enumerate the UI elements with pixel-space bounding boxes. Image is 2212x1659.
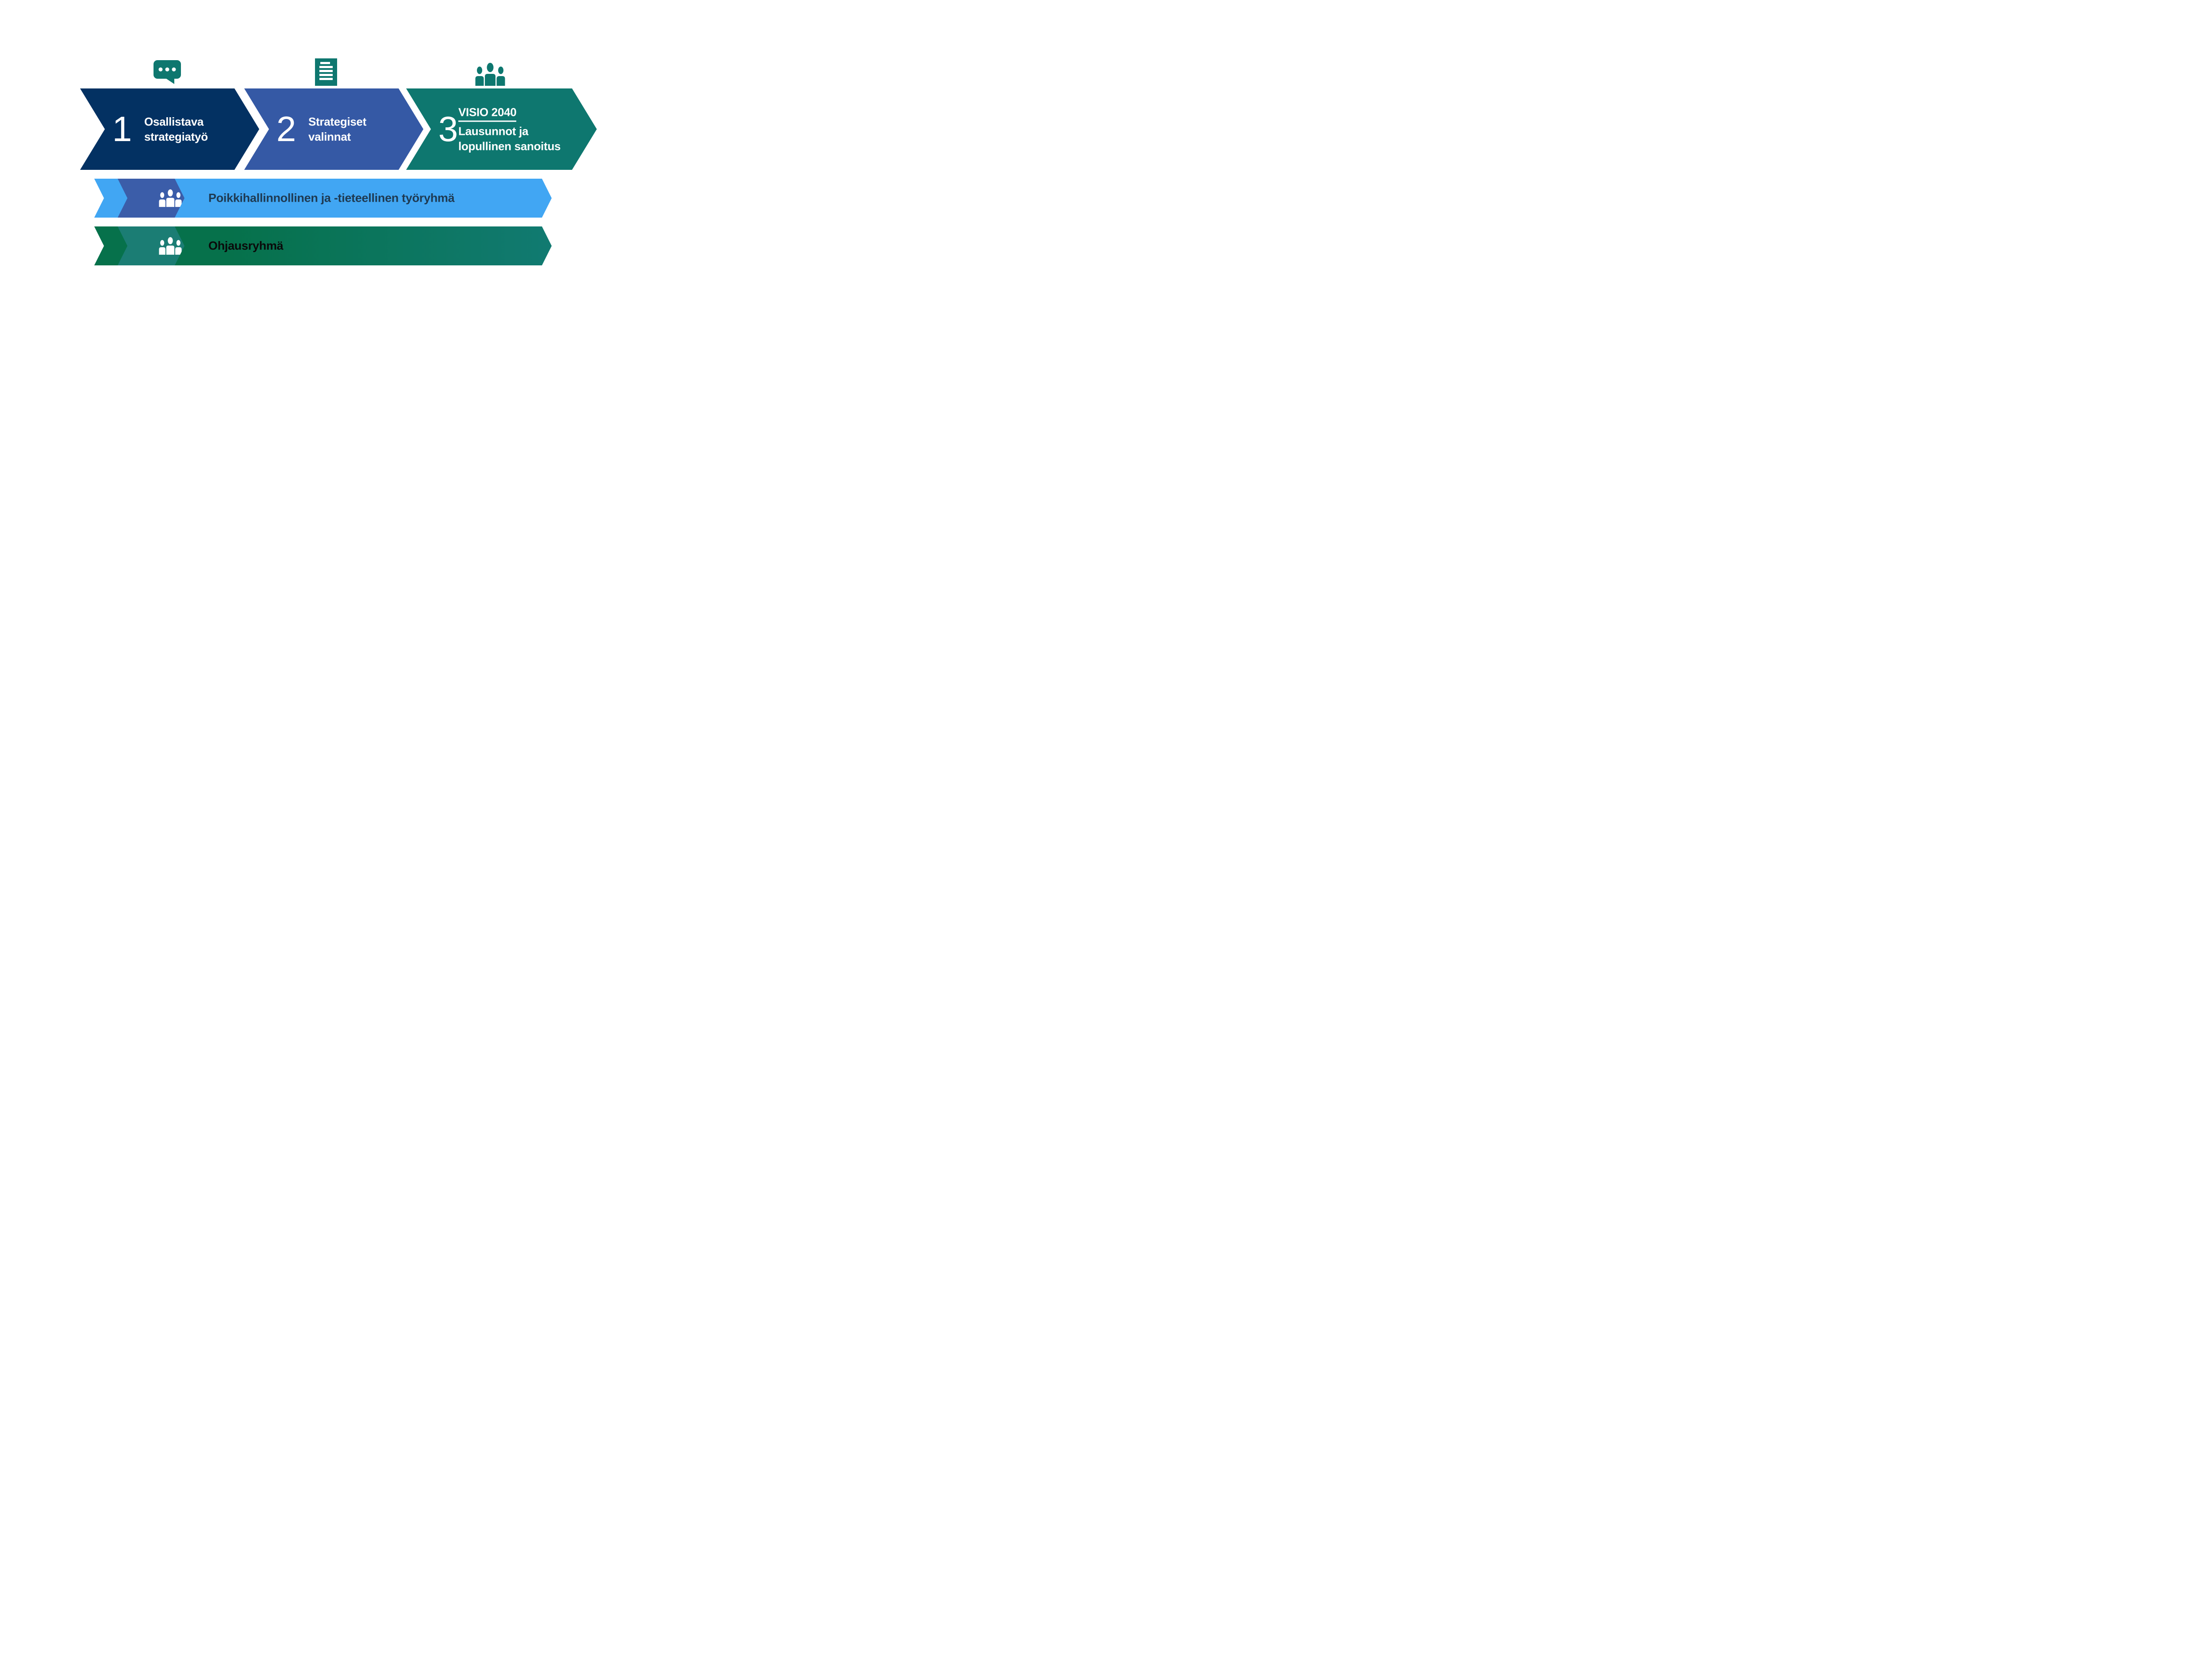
people-icon bbox=[473, 63, 507, 86]
document-icon bbox=[315, 58, 337, 86]
working-group-banner: Poikkihallinnollinen ja -tieteellinen ty… bbox=[94, 179, 552, 218]
step-3-number: 3 bbox=[438, 109, 458, 149]
working-group-label: Poikkihallinnollinen ja -tieteellinen ty… bbox=[208, 191, 455, 205]
speech-bubble-icon bbox=[154, 60, 181, 84]
step-2-label: Strategiset valinnat bbox=[308, 115, 367, 143]
step-1-label: Osallistava strategiatyö bbox=[144, 115, 208, 143]
step-1-number: 1 bbox=[112, 109, 132, 149]
people-icon bbox=[157, 237, 183, 255]
working-group-icon-band bbox=[118, 179, 184, 218]
steering-group-label: Ohjausryhmä bbox=[208, 239, 284, 253]
step-1-chevron: 1 Osallistava strategiatyö bbox=[80, 88, 259, 170]
people-icon bbox=[157, 189, 183, 207]
visio-2040-heading: VISIO 2040 bbox=[458, 105, 516, 122]
step-2-number: 2 bbox=[276, 109, 296, 149]
step-3-chevron: 3 VISIO 2040 Lausunnot ja lopullinen san… bbox=[406, 88, 597, 170]
step-3-label: VISIO 2040 Lausunnot ja lopullinen sanoi… bbox=[458, 105, 561, 153]
process-diagram: 1 Osallistava strategiatyö 2 Strategiset… bbox=[0, 0, 664, 332]
step-2-chevron: 2 Strategiset valinnat bbox=[244, 88, 423, 170]
steering-group-icon-band bbox=[118, 226, 184, 265]
steering-group-banner: Ohjausryhmä bbox=[94, 226, 552, 265]
